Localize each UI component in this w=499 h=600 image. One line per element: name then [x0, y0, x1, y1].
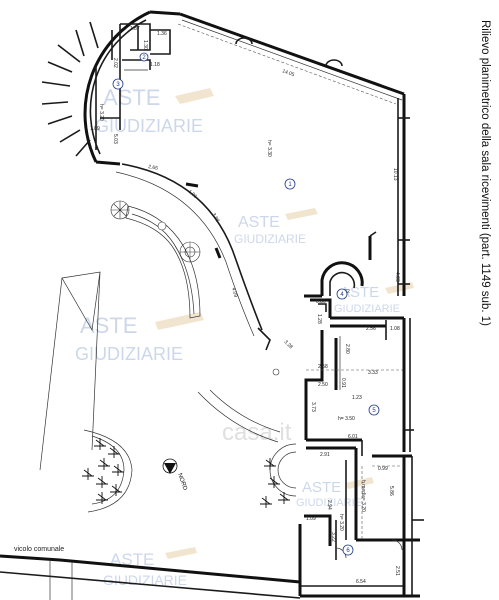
dim-189: 1.89	[90, 126, 100, 132]
dim-291: 2.91	[320, 452, 330, 458]
north-arrow: NORD	[162, 458, 188, 492]
svg-text:ASTE: ASTE	[238, 214, 280, 231]
dim-109: 1.09	[306, 516, 316, 522]
service-rooms	[298, 261, 424, 598]
plant-1	[110, 200, 130, 220]
dim-202: 2.02	[112, 58, 118, 68]
dim-arc-5: 3.28	[283, 339, 294, 350]
dim-256: 2.56	[366, 326, 376, 332]
dim-130: 1.30	[142, 40, 148, 50]
dim-arc-1: 2.65	[148, 164, 159, 172]
dim-right-wall: 10.13	[392, 168, 398, 181]
svg-text:5: 5	[372, 408, 376, 414]
h-r6: h= 3.20	[338, 514, 344, 531]
watermark-layer: ASTE GIUDIZIARIE ASTE GIUDIZIARIE ASTE G…	[75, 85, 414, 588]
dim-arc-3: 3.88	[210, 212, 220, 224]
svg-text:GIUDIZIARIE: GIUDIZIARIE	[103, 572, 187, 588]
h-top: h= 3.20	[98, 104, 104, 121]
room-marker-4: 4	[336, 288, 348, 300]
dim-601: 6.01	[348, 434, 358, 440]
h-main: h= 3.30	[266, 140, 272, 157]
svg-text:ASTE: ASTE	[302, 479, 341, 496]
room-marker-3: 3	[112, 78, 124, 90]
dim-128: 1.28	[316, 314, 322, 324]
dim-322: 3.22	[330, 532, 336, 542]
watermark-4: ASTE GIUDIZIARIE	[334, 282, 414, 315]
dim-099: 0.99	[378, 466, 388, 472]
dimension-labels: 14.05 10.13 4.03 2.65 1.91 3.88 4.09 3.2…	[90, 26, 400, 585]
dim-arc-4: 4.09	[230, 287, 238, 298]
dim-654: 6.54	[356, 579, 366, 585]
dim-280: 2.80	[344, 344, 350, 354]
dim-333: 3.33	[368, 370, 378, 376]
dim-right-lower: 4.03	[394, 272, 400, 282]
plant-4	[272, 368, 280, 376]
room-markers: 1 2 3 4 5 6	[112, 52, 380, 556]
svg-text:2: 2	[142, 55, 146, 61]
dim-118: 1.18	[150, 62, 160, 68]
room-marker-5: 5	[368, 404, 380, 416]
svg-text:GIUDIZIARIE: GIUDIZIARIE	[95, 116, 203, 136]
dim-108: 1.08	[390, 326, 400, 332]
room-marker-6: 6	[342, 544, 354, 556]
svg-text:4: 4	[340, 292, 344, 298]
north-label: NORD	[176, 473, 188, 492]
street-label: vicolo comunale	[14, 546, 64, 553]
plan-title: Rilievo planimetrico della sala ricevime…	[475, 20, 495, 580]
semicircular-wing	[41, 10, 171, 166]
svg-text:ASTE: ASTE	[340, 284, 379, 301]
curved-arc-wall	[115, 163, 281, 443]
dim-294: 2.94	[326, 500, 332, 510]
bushes	[82, 438, 124, 504]
dim-258: 2.58	[318, 364, 328, 370]
main-hall-walls	[149, 10, 410, 296]
dim-250: 2.50	[318, 382, 328, 388]
svg-text:GIUDIZIARIE: GIUDIZIARIE	[75, 344, 183, 364]
dim-251: 2.51	[394, 566, 400, 576]
bushes-right	[260, 458, 290, 508]
dim-top-wall: 14.05	[281, 68, 295, 78]
dim-503: 5.03	[112, 134, 118, 144]
svg-text:6: 6	[346, 548, 350, 554]
svg-text:GIUDIZIARIE: GIUDIZIARIE	[334, 303, 400, 315]
dim-arc-2: 1.91	[187, 189, 198, 200]
dim-091: 0.91	[340, 378, 346, 388]
watermark-1: ASTE GIUDIZIARIE	[95, 85, 214, 136]
room-marker-2: 2	[139, 52, 149, 62]
dim-187: 1.87	[130, 26, 140, 32]
dim-123: 1.23	[352, 395, 362, 401]
svg-text:GIUDIZIARIE: GIUDIZIARIE	[234, 232, 306, 246]
watermark-2: ASTE GIUDIZIARIE	[234, 208, 318, 246]
boundary-street: vicolo comunale	[0, 546, 301, 600]
dim-136: 1.36	[157, 31, 167, 37]
garden-area	[39, 200, 297, 513]
h-r5: h= 3.50	[338, 416, 355, 422]
dim-373: 3.73	[310, 402, 316, 412]
dim-586: 5.86	[388, 486, 394, 496]
svg-text:ASTE: ASTE	[103, 85, 160, 110]
watermark-3: ASTE GIUDIZIARIE	[75, 312, 204, 364]
plant-2	[179, 241, 201, 263]
watermark-6: ASTE GIUDIZIARIE	[103, 547, 197, 588]
svg-text:ASTE: ASTE	[80, 313, 137, 338]
svg-text:3: 3	[116, 82, 120, 88]
svg-text:1: 1	[288, 182, 292, 188]
plan-title-text: Rilievo planimetrico della sala ricevime…	[479, 20, 491, 326]
h-media: h media= 3.20	[360, 480, 366, 512]
room-marker-1: 1	[284, 178, 296, 190]
dim-080: 0.80	[316, 299, 326, 305]
plant-3	[157, 221, 167, 231]
